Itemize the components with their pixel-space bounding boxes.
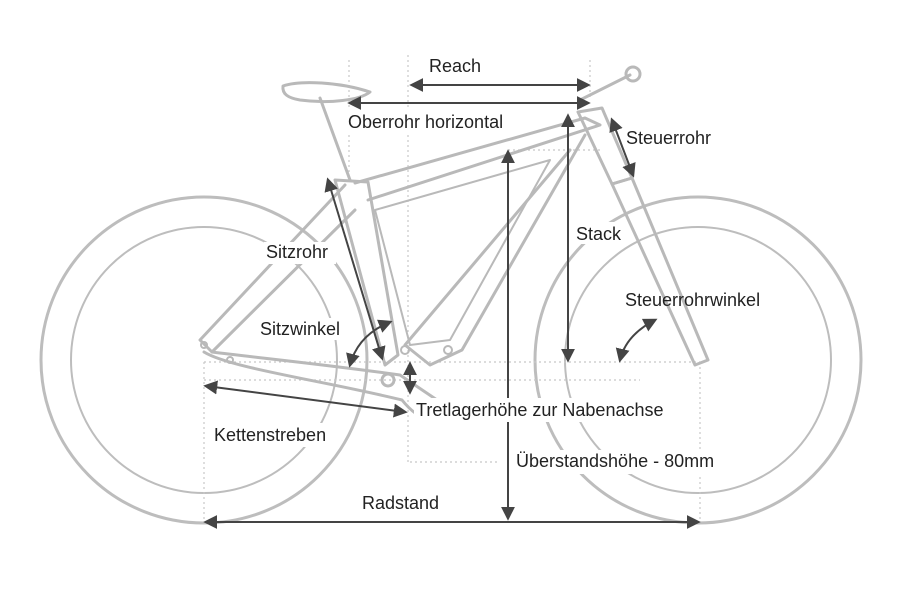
- ueberstand-label: Überstandshöhe - 80mm: [516, 451, 714, 471]
- steuerrohr-line: [609, 117, 636, 178]
- reach-label: Reach: [429, 56, 481, 76]
- front-wheel: [533, 195, 863, 525]
- tretlager-label: Tretlagerhöhe zur Nabenachse: [416, 400, 663, 420]
- steuerrohrwinkel-label: Steuerrohrwinkel: [625, 290, 760, 310]
- kettenstreben-label: Kettenstreben: [214, 425, 326, 445]
- oberrohr-label: Oberrohr horizontal: [348, 112, 503, 132]
- sitzwinkel-label: Sitzwinkel: [260, 319, 340, 339]
- measurement-lines: [203, 78, 701, 529]
- labels: Reach Oberrohr horizontal Steuerrohr Sta…: [212, 56, 760, 513]
- sitzrohr-label: Sitzrohr: [266, 242, 328, 262]
- radstand-label: Radstand: [362, 493, 439, 513]
- stack-label: Stack: [576, 224, 622, 244]
- steuerrohr-label: Steuerrohr: [626, 128, 711, 148]
- steuerrohrwinkel-arc: [615, 318, 658, 363]
- kettenstreben-line: [203, 380, 408, 418]
- sitzwinkel-arc: [346, 319, 393, 368]
